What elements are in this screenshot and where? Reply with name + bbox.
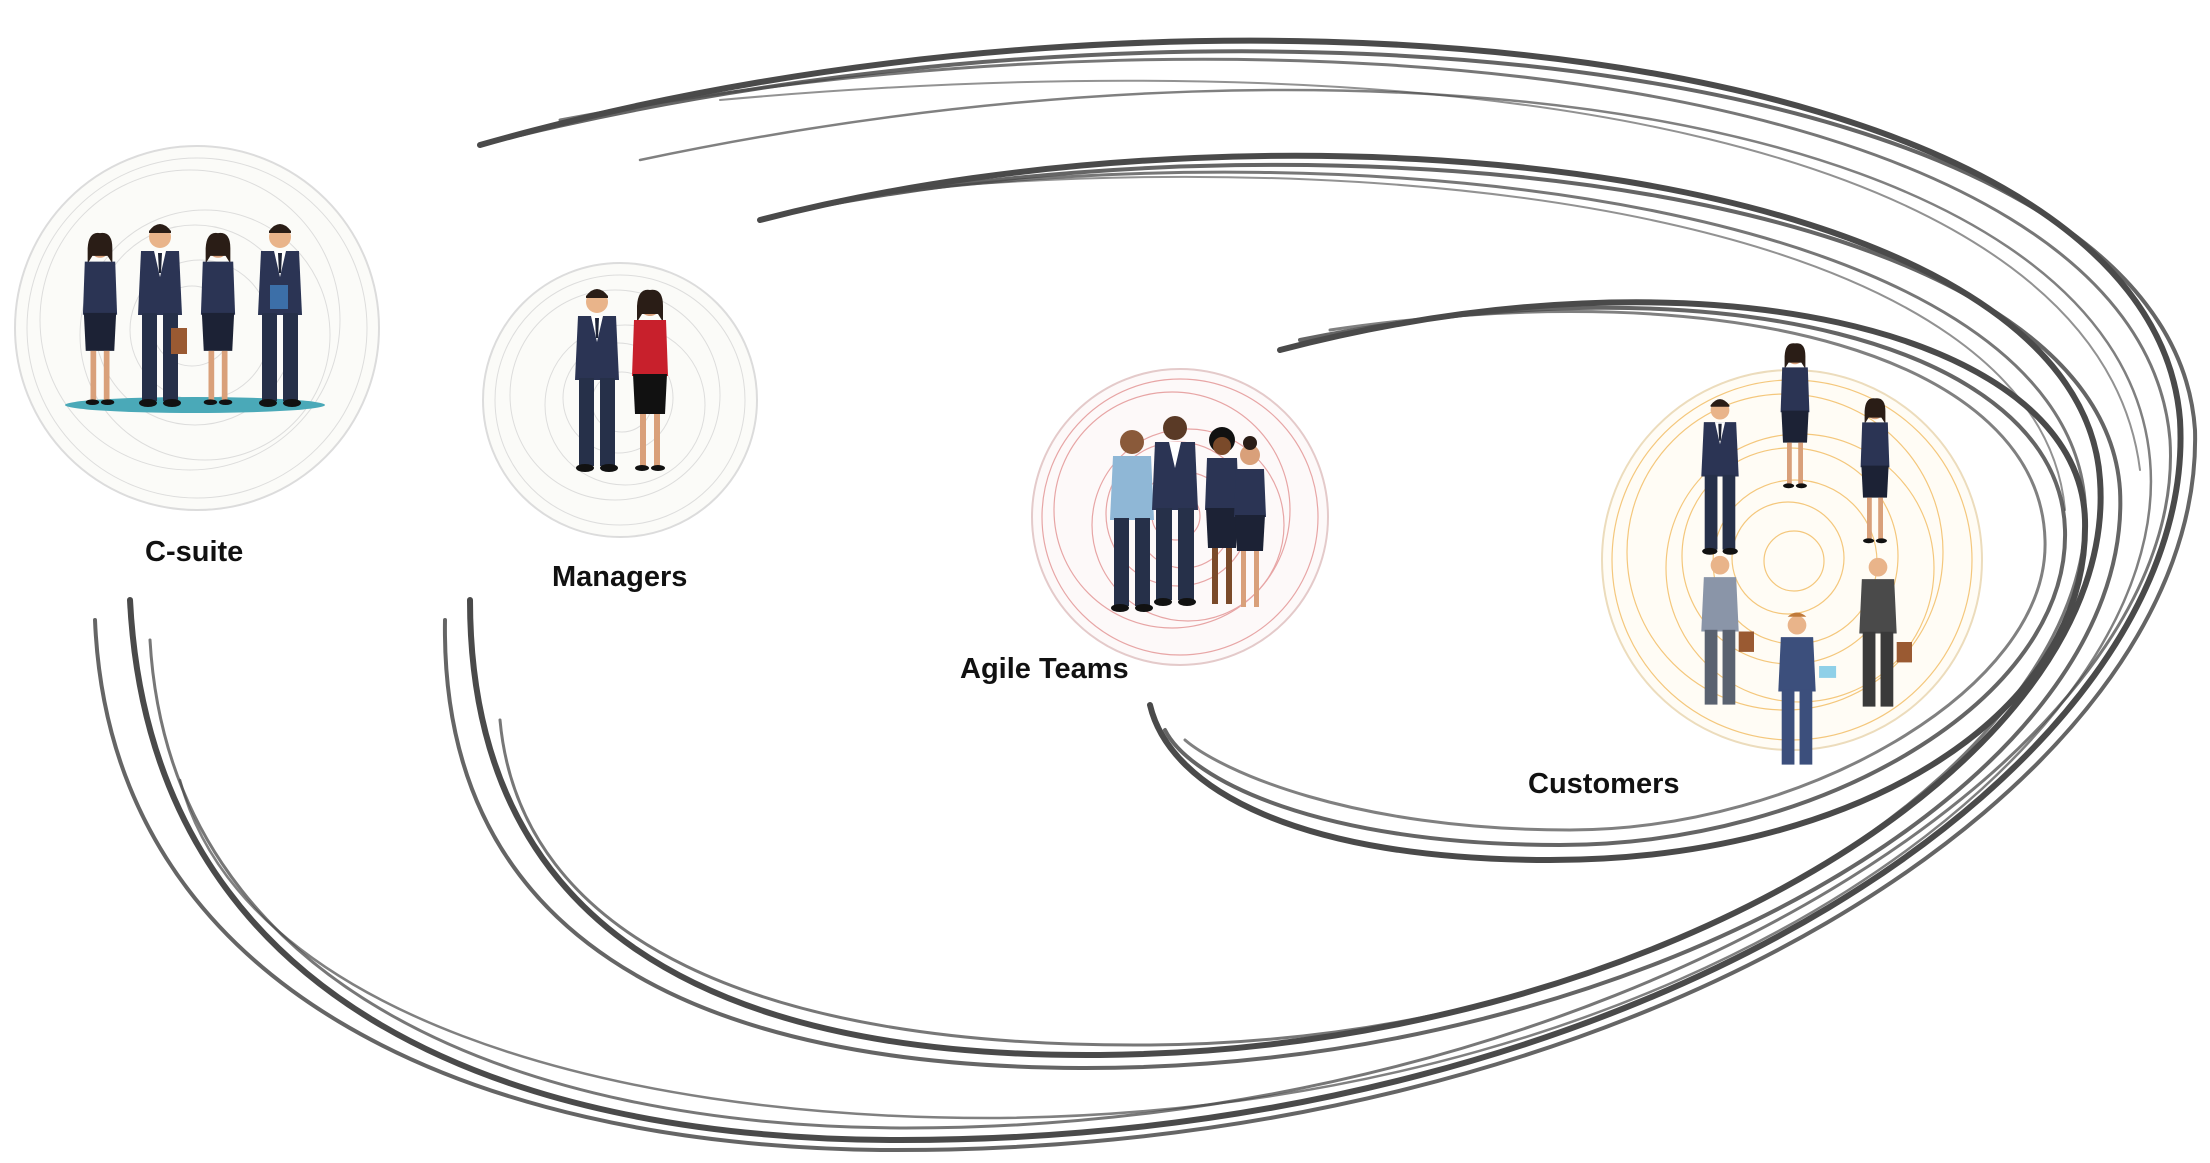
agile-team-people-icon <box>1110 416 1266 612</box>
inner-ring <box>1147 299 2089 864</box>
customers-people-icon <box>1701 343 1912 765</box>
outer-ring <box>93 37 2198 1153</box>
agile-teams-label: Agile Teams <box>960 653 1129 685</box>
agile-teams-group <box>1031 368 1329 666</box>
csuite-group <box>14 145 380 511</box>
customers-group <box>1601 343 1983 765</box>
managers-label: Managers <box>552 561 688 593</box>
csuite-label: C-suite <box>145 536 244 568</box>
managers-group <box>482 262 758 538</box>
customers-label: Customers <box>1528 768 1680 800</box>
csuite-people-icon <box>82 224 302 407</box>
managers-people-icon <box>575 289 668 472</box>
